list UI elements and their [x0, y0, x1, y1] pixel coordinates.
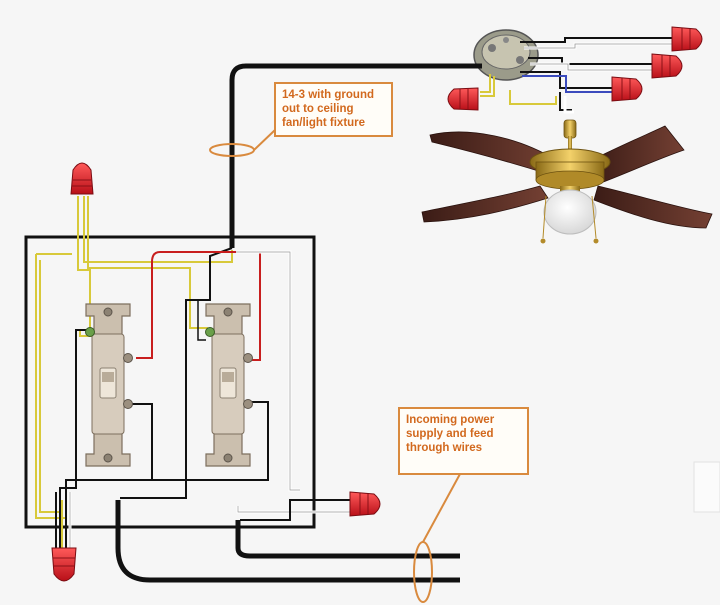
callout-ceiling-leader: [253, 129, 276, 151]
callout-incoming-power: Incoming power supply and feed through w…: [398, 407, 529, 475]
callout-ceiling-feed: 14-3 with ground out to ceiling fan/ligh…: [274, 82, 393, 137]
callout-ceiling-line-1: 14-3 with ground: [282, 89, 374, 101]
ceiling-fan-icon: [421, 119, 713, 244]
light-switch-icon: [205, 303, 253, 467]
wire-nut-icon: [349, 491, 381, 517]
switch-box: [24, 235, 316, 529]
wire-nut-icon: [447, 87, 479, 111]
fan-wires: [480, 37, 672, 114]
switch-box-wires: [35, 196, 352, 548]
edge-artifact: [693, 461, 720, 513]
light-switch-icon: [85, 303, 133, 467]
wire-nut-icon: [70, 162, 94, 195]
incoming-feed-cables: [115, 500, 460, 583]
callout-incoming-line-1: Incoming power: [406, 414, 495, 426]
wire-nut-icon: [611, 76, 643, 102]
wire-nut-icon: [671, 26, 703, 52]
cable-14-3-to-fixture: [229, 63, 482, 248]
wire-nut-icon: [51, 547, 77, 582]
incoming-feed-marker-ellipse: [413, 541, 433, 603]
callout-incoming-leader: [422, 473, 461, 543]
callout-ceiling-line-3: fan/light fixture: [282, 117, 366, 129]
wire-nut-icon: [651, 53, 683, 79]
callout-ceiling-line-2: out to ceiling: [282, 103, 354, 115]
callout-incoming-line-3: through wires: [406, 442, 483, 454]
callout-incoming-line-2: supply and feed: [406, 428, 494, 440]
